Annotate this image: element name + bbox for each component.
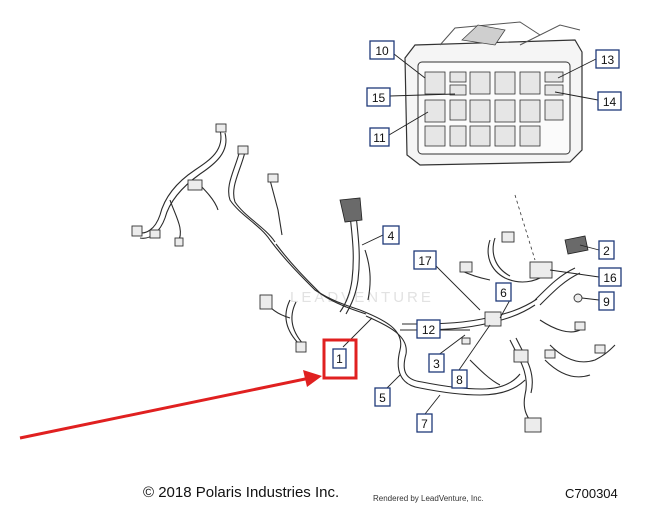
svg-text:6: 6 [500,286,507,300]
callout-2[interactable]: 2 [598,240,615,260]
rendered-by-text: Rendered by LeadVenture, Inc. [373,494,484,503]
watermark: LEADVENTURE [290,289,434,306]
diagram-code: C700304 [565,486,618,501]
svg-text:11: 11 [373,131,386,145]
callout-12[interactable]: 12 [416,319,441,339]
svg-text:9: 9 [603,295,610,309]
svg-text:3: 3 [433,357,440,371]
svg-text:4: 4 [388,229,395,243]
callout-9[interactable]: 9 [598,291,615,311]
svg-text:16: 16 [603,271,617,285]
callout-16[interactable]: 16 [598,267,622,287]
svg-text:13: 13 [601,53,615,67]
harness-connectors [131,123,606,433]
highlight-box [322,338,358,380]
svg-text:12: 12 [422,323,436,337]
svg-text:8: 8 [456,373,463,387]
callout-4[interactable]: 4 [382,225,400,245]
svg-text:10: 10 [375,44,389,58]
copyright-text: © 2018 Polaris Industries Inc. [143,484,340,501]
svg-text:15: 15 [372,91,386,105]
leader-lines [342,53,600,415]
callout-10[interactable]: 10 [369,40,395,60]
svg-text:7: 7 [421,417,428,431]
svg-text:1: 1 [336,352,343,366]
callout-8[interactable]: 8 [451,369,468,389]
callout-5[interactable]: 5 [374,387,391,407]
svg-text:2: 2 [603,244,610,258]
callout-17[interactable]: 17 [413,250,437,270]
fuse-box-inset [404,21,583,166]
svg-text:5: 5 [379,391,386,405]
svg-text:17: 17 [418,254,432,268]
callout-15[interactable]: 15 [366,87,391,107]
callout-1[interactable]: 1 [332,348,347,369]
svg-text:14: 14 [603,95,617,109]
callout-6[interactable]: 6 [495,282,512,302]
callout-7[interactable]: 7 [416,413,433,433]
highlight-arrow [19,370,322,440]
callout-13[interactable]: 13 [595,49,620,69]
callout-14[interactable]: 14 [597,91,622,111]
callout-3[interactable]: 3 [428,353,445,373]
callout-11[interactable]: 11 [369,127,390,147]
